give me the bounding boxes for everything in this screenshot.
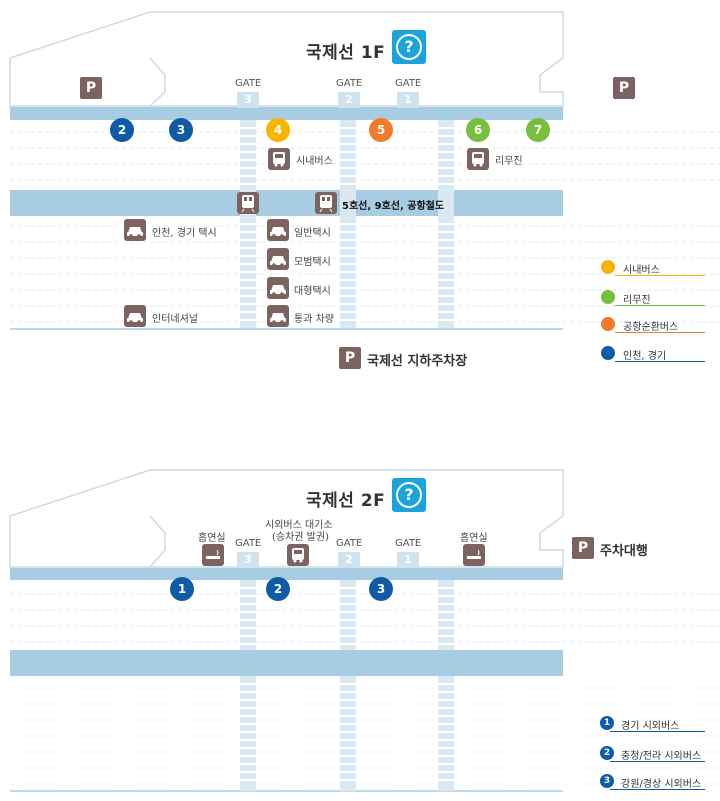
legend-limousine: 리무진 (623, 295, 651, 306)
regular-taxi-label: 일반택시 (294, 228, 331, 239)
legend-gyeonggi-intercity: 경기 시외버스 (621, 721, 680, 732)
legend-dot-limousine (601, 290, 615, 304)
legend-underline (615, 275, 705, 276)
legend-underline (610, 731, 705, 732)
floor1-outline-left-notch (149, 57, 166, 107)
gate-label: GATE (336, 538, 363, 549)
floor1-stop-4[interactable]: 4 (266, 118, 290, 142)
gate-label: GATE (235, 78, 262, 89)
taxi-icon (267, 277, 289, 299)
gate-label: GATE (336, 78, 363, 89)
gate-number: 2 (338, 92, 360, 108)
floor1-stop-2[interactable]: 2 (110, 118, 134, 142)
legend-dot-airport-shuttle (601, 317, 615, 331)
intercity-wait-line2: (승차권 발권) (272, 532, 329, 543)
taxi-icon (267, 219, 289, 241)
gate-label: GATE (235, 538, 262, 549)
deluxe-taxi-label: 모범택시 (294, 257, 331, 268)
gate-label: GATE (395, 78, 422, 89)
city-bus-label: 시내버스 (296, 156, 333, 167)
valet-parking-label: 주차대행 (600, 544, 648, 559)
legend-airport-shuttle: 공항순환버스 (623, 322, 679, 333)
floor2-road-mid (10, 650, 563, 676)
subway-lines-label: 5호선, 9호선, 공항철도 (342, 201, 445, 212)
floor1-stop-3[interactable]: 3 (169, 118, 193, 142)
bus-icon (287, 544, 309, 566)
floor1-road-mid (10, 190, 563, 216)
legend-dot-city-bus (601, 260, 615, 274)
legend-incheon-gyeonggi: 인천, 경기 (623, 351, 667, 362)
legend-city-bus: 시내버스 (623, 265, 660, 276)
floor2-crosswalk-stripes (240, 587, 454, 781)
floor1-building-outline (9, 11, 564, 107)
international-taxi-label: 인터네셔널 (152, 314, 198, 325)
legend-underline (615, 361, 705, 362)
taxi-icon (124, 305, 146, 327)
underground-parking-label: 국제선 지하주차장 (367, 354, 468, 369)
floor2-help-icon[interactable]: ? (392, 478, 426, 512)
floor1-stop-6[interactable]: 6 (466, 118, 490, 142)
floor1-parking-left-icon: P (80, 77, 102, 99)
floor2-building-outline (9, 469, 564, 568)
gate-number: 1 (397, 92, 419, 108)
train-icon (315, 192, 337, 214)
legend-chungcheong-jeolla-intercity: 충청/전라 시외버스 (621, 751, 702, 762)
incheon-taxi-label: 인천, 경기 택시 (152, 228, 217, 239)
floor2-gate-2: GATE 2 (336, 538, 362, 568)
gate-label: GATE (395, 538, 422, 549)
floor1-parking-right-icon: P (613, 77, 635, 99)
taxi-icon (267, 248, 289, 270)
smoking-icon (463, 544, 485, 566)
floor2-outline-left-notch (149, 515, 166, 568)
gate-number: 2 (338, 552, 360, 568)
floor2-crosswalks (240, 580, 454, 791)
floor1-stop-5[interactable]: 5 (369, 118, 393, 142)
gate-number: 3 (237, 552, 259, 568)
car-icon (267, 305, 289, 327)
gate-number: 3 (237, 92, 259, 108)
legend-num-3: 3 (600, 774, 614, 788)
smoking-room-left-label: 흡연실 (198, 533, 226, 544)
train-icon (237, 192, 259, 214)
limousine-label: 리무진 (495, 156, 523, 167)
floor1-crosswalk-stripes (240, 127, 454, 321)
floor1-stop-7[interactable]: 7 (526, 118, 550, 142)
floor2-stop-2[interactable]: 2 (266, 577, 290, 601)
gate-number: 1 (397, 552, 419, 568)
floor2-gate-3: GATE 3 (235, 538, 261, 568)
valet-parking-icon: P (572, 537, 594, 559)
floor1-title: 국제선 1F (306, 43, 386, 63)
legend-gangwon-gyeongsang-intercity: 강원/경상 시외버스 (621, 779, 702, 790)
floor2-stop-1[interactable]: 1 (170, 577, 194, 601)
floor1-road-top (10, 107, 563, 120)
legend-num-2: 2 (600, 746, 614, 760)
floor2-gate-1: GATE 1 (395, 538, 421, 568)
floor1-gate-2: GATE 2 (336, 78, 362, 108)
underground-parking-icon: P (339, 347, 361, 369)
legend-underline (615, 305, 705, 306)
taxi-icon (124, 219, 146, 241)
legend-dot-incheon-gyeonggi (601, 346, 615, 360)
bus-icon (268, 148, 290, 170)
floor1-help-icon[interactable]: ? (392, 30, 426, 64)
legend-num-1: 1 (600, 716, 614, 730)
bus-icon (467, 148, 489, 170)
smoking-icon (202, 544, 224, 566)
floor2-title: 국제선 2F (306, 491, 386, 511)
legend-underline (610, 789, 705, 790)
large-taxi-label: 대형택시 (294, 286, 331, 297)
floor1-gate-1: GATE 1 (395, 78, 421, 108)
transit-vehicle-label: 통과 차량 (294, 314, 334, 325)
floor1-gate-3: GATE 3 (235, 78, 261, 108)
legend-underline (610, 761, 705, 762)
floor2-road-top (10, 568, 563, 580)
intercity-wait-line1: 시외버스 대기소 (265, 520, 333, 531)
legend-underline (615, 332, 705, 333)
smoking-room-right-label: 흡연실 (460, 533, 488, 544)
floor2-stop-3[interactable]: 3 (369, 577, 393, 601)
